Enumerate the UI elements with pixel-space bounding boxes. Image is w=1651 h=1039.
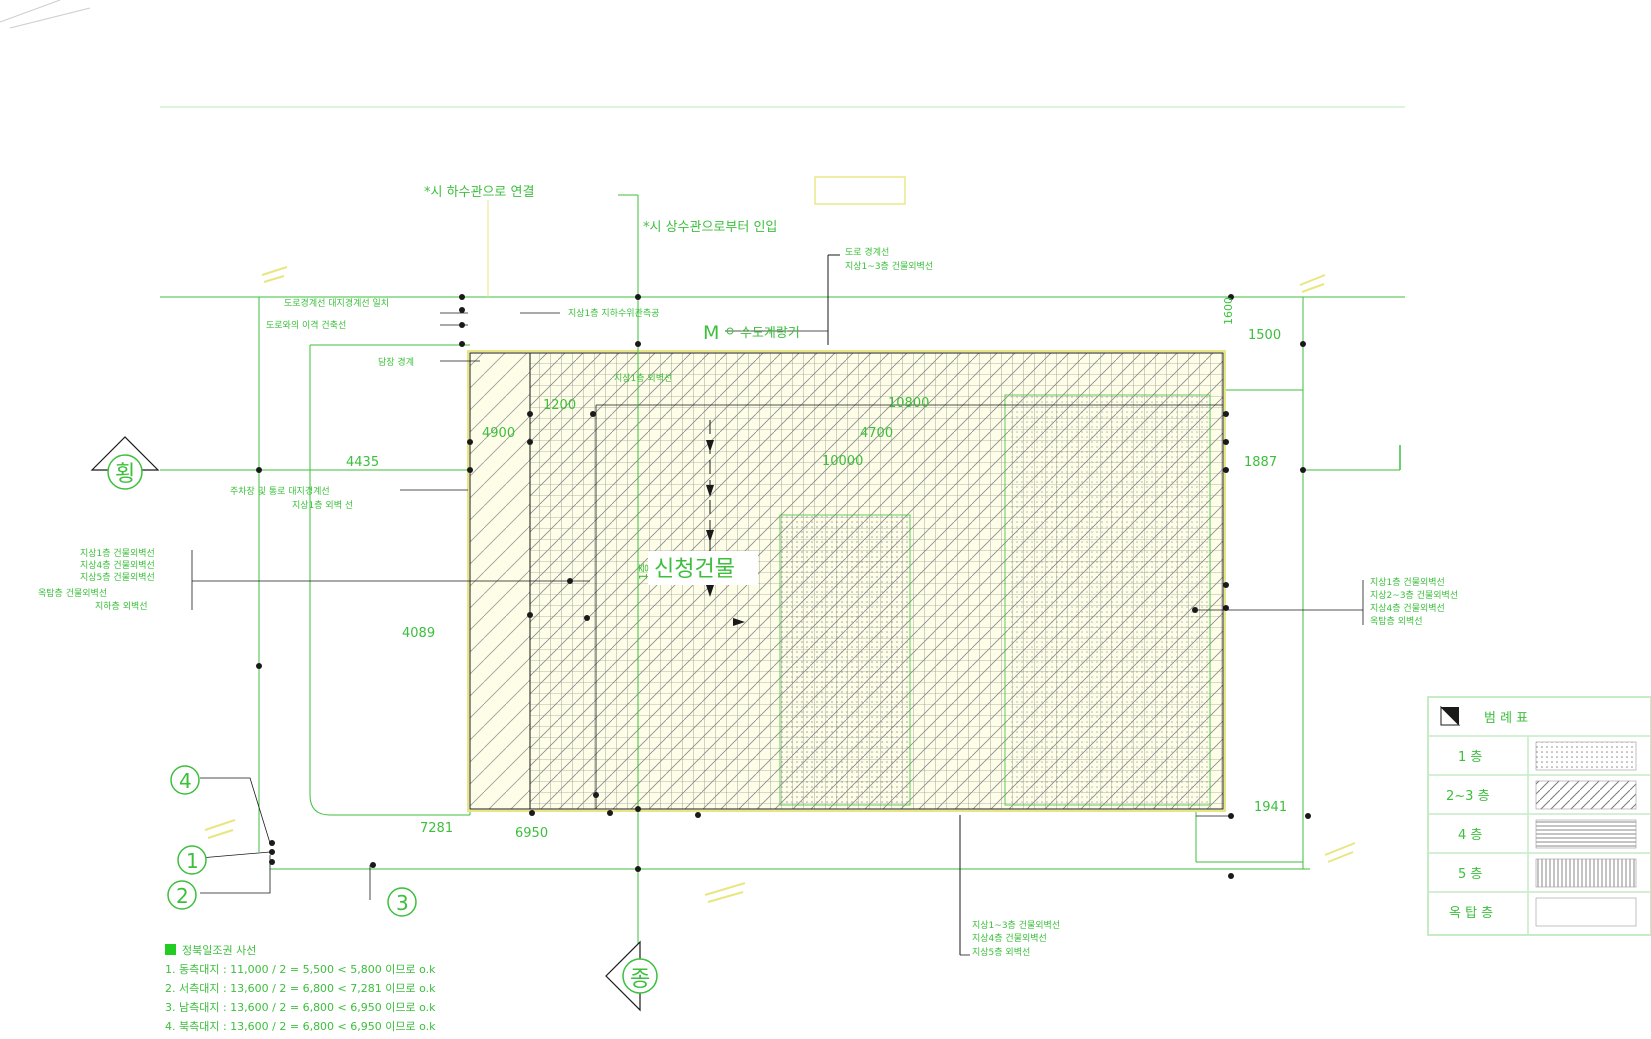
dim-6950: 6950 — [515, 826, 548, 841]
bottom-callout-1: 지상1~3층 건물외벽선 — [972, 919, 1060, 931]
notes-line-4: 4. 북측대지 : 13,600 / 2 = 6,800 < 6,950 이므로… — [165, 1020, 436, 1033]
legend-row-5: 옥 탑 층 — [1449, 906, 1493, 921]
right-callout-3: 지상4층 건물외벽선 — [1370, 602, 1445, 614]
corner-mark — [0, 0, 91, 29]
notes-bullet — [165, 944, 176, 955]
meter-letter: M — [703, 322, 719, 344]
dim-1887: 1887 — [1244, 455, 1277, 470]
dim-7281: 7281 — [420, 821, 453, 836]
legend-row-3: 4 층 — [1458, 828, 1482, 843]
left-callout-4: 옥탑층 건물외벽선 — [38, 587, 107, 599]
inner-callout: 지상1층 외벽선 — [614, 372, 672, 384]
section-marker-j — [605, 940, 658, 1012]
top-left-callout-1: 도로경계선 대지경계선 일치 — [284, 297, 389, 309]
top-left-callout-2: 도로와의 이격 건축선 — [266, 319, 346, 331]
circle-number-2: 2 — [176, 884, 189, 908]
left-small-callout: 담장 경계 — [378, 356, 414, 368]
circle-number-1: 1 — [186, 849, 199, 873]
north-mark-h: 횡 — [115, 462, 135, 487]
left-callout-2: 지상4층 건물외벽선 — [80, 559, 155, 571]
sewer-note: *시 하수관으로 연결 — [424, 185, 534, 200]
right-callout-2: 지상2~3층 건물외벽선 — [1370, 589, 1458, 601]
bottom-callout-2: 지상4층 건물외벽선 — [972, 932, 1047, 944]
legend-row-2: 2~3 층 — [1446, 789, 1490, 804]
numbered-circles — [167, 765, 417, 917]
section-marker-h — [90, 436, 160, 490]
building-footprint — [467, 350, 1226, 812]
notes-line-2: 2. 서측대지 : 13,600 / 2 = 6,800 < 7,281 이므로… — [165, 982, 436, 995]
right-callout-4: 옥탑층 외벽선 — [1370, 615, 1423, 627]
left-callout-1: 지상1층 건물외벽선 — [80, 547, 155, 559]
circle-number-4: 4 — [179, 769, 192, 793]
meter-symbol — [726, 327, 734, 335]
flow-arrows — [706, 440, 745, 626]
top-callout-2: 지상1~3층 건물외벽선 — [845, 260, 933, 272]
notes-line-1: 1. 동측대지 : 11,000 / 2 = 5,500 < 5,800 이므로… — [165, 963, 436, 976]
left-mid-callout-1: 주차장 및 통로 대지경계선 — [230, 485, 330, 497]
meter-label: 수도계량기 — [740, 326, 800, 341]
bottom-callout-3: 지상5층 외벽선 — [972, 946, 1030, 958]
dim-10000: 10000 — [822, 454, 863, 469]
dim-1500: 1500 — [1248, 328, 1281, 343]
callout-connectors — [191, 312, 1364, 956]
building-label-bg — [648, 551, 758, 585]
legend-row-4: 5 층 — [1458, 867, 1482, 882]
notes-heading: 정북일조권 사선 — [182, 943, 256, 957]
water-note: *시 상수관으로부터 인입 — [643, 220, 777, 235]
dim-1200: 1200 — [543, 398, 576, 413]
legend-row-1: 1 층 — [1458, 750, 1482, 765]
dim-1600-vertical: 1600 — [1222, 297, 1235, 325]
building-name: 신청건물 — [654, 557, 735, 582]
floor-label: 1층 — [637, 563, 650, 580]
top-mid-callout: 지상1층 지하수위관측공 — [568, 308, 659, 319]
top-callout-1: 도로 경계선 — [845, 246, 889, 258]
left-callout-5: 지하층 외벽선 — [95, 600, 148, 612]
dim-4089: 4089 — [402, 626, 435, 641]
left-mid-callout-2: 지상1층 외벽 선 — [292, 499, 353, 511]
right-callout-1: 지상1층 건물외벽선 — [1370, 576, 1445, 588]
notes-line-3: 3. 남측대지 : 13,600 / 2 = 6,800 < 6,950 이므로… — [165, 1001, 436, 1014]
north-mark-j: 종 — [630, 967, 650, 992]
dim-10800: 10800 — [888, 396, 929, 411]
circle-number-3: 3 — [396, 891, 409, 915]
legend-title: 범 례 표 — [1484, 711, 1528, 726]
pale-marks — [204, 176, 1356, 903]
left-callout-3: 지상5층 건물외벽선 — [80, 571, 155, 583]
legend-box — [1427, 696, 1651, 936]
node-dots — [256, 294, 1311, 879]
dim-4700: 4700 — [860, 426, 893, 441]
road-boundary-lines — [160, 106, 1405, 870]
dim-4900: 4900 — [482, 426, 515, 441]
dim-4435: 4435 — [346, 455, 379, 470]
dim-1941: 1941 — [1254, 800, 1287, 815]
